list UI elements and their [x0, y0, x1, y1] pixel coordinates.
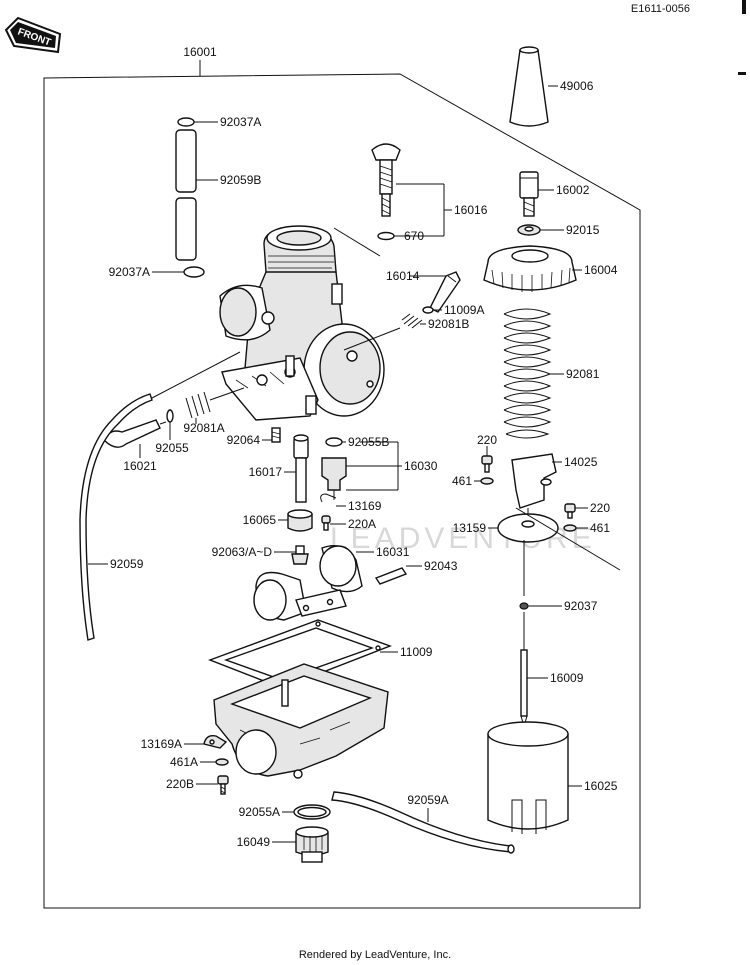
label-220-b: 220: [590, 501, 610, 515]
assembly-frame: [43, 73, 641, 909]
jet-holder-16065: [287, 509, 313, 532]
label-92043: 92043: [424, 559, 458, 573]
label-16004: 16004: [584, 263, 618, 277]
float-16031: [253, 545, 363, 621]
diagram-code: E1611-0056: [631, 3, 690, 15]
o-ring-92055a: [293, 804, 331, 820]
label-220-a: 220: [477, 433, 497, 447]
label-461-b: 461: [590, 521, 610, 535]
washer-461-a: [480, 477, 494, 485]
throttle-valve-16025: [487, 721, 569, 834]
label-13169a: 13169A: [141, 737, 182, 751]
o-ring-92055b: [325, 437, 343, 447]
screw-220-b: [564, 503, 576, 519]
float-bowl: [213, 663, 389, 779]
ring-92037a-top: [177, 117, 195, 127]
rubber-cap-49006: [509, 46, 549, 127]
label-220b: 220B: [166, 777, 194, 791]
label-92081b: 92081B: [428, 317, 469, 331]
label-16030: 16030: [404, 459, 438, 473]
label-92037a-low: 92037A: [109, 265, 150, 279]
label-92059a: 92059A: [407, 793, 448, 807]
label-461a: 461A: [170, 755, 198, 769]
label-220a: 220A: [348, 517, 376, 531]
label-92037: 92037: [564, 599, 598, 613]
gasket-11009a: [422, 306, 434, 314]
screw-220a: [321, 515, 331, 531]
edge-mark: [738, 72, 746, 75]
edge-mark: [742, 0, 746, 14]
label-16016: 16016: [454, 203, 488, 217]
footer-credit: Rendered by LeadVenture, Inc.: [299, 949, 451, 961]
label-16049: 16049: [237, 835, 271, 849]
label-49006: 49006: [560, 79, 594, 93]
spring-92081: [503, 308, 552, 439]
needle-jet-16017: [293, 434, 309, 503]
ring-92037a-low: [183, 266, 205, 278]
washer-92055: [166, 409, 174, 423]
label-16017: 16017: [249, 465, 283, 479]
label-92064: 92064: [227, 433, 261, 447]
label-13159: 13159: [453, 521, 487, 535]
front-arrow-icon: FRONT: [4, 16, 62, 54]
clip-13169a: [203, 734, 228, 749]
label-16025: 16025: [584, 779, 618, 793]
screw-220b: [217, 775, 229, 795]
float-pin-92043: [374, 567, 408, 585]
hose-92059b: [175, 129, 197, 261]
starter-plunger-16014: [429, 271, 461, 313]
throttle-stop-screw-16016: [371, 143, 401, 217]
label-92055a: 92055A: [239, 805, 280, 819]
main-jet-92063: [291, 545, 309, 565]
label-92081a: 92081A: [183, 421, 224, 435]
label-14025: 14025: [564, 455, 598, 469]
label-92081: 92081: [566, 367, 600, 381]
drain-plug-16049: [295, 826, 329, 863]
label-92015: 92015: [566, 223, 600, 237]
float-valve-16030: [321, 457, 347, 500]
label-92059: 92059: [110, 557, 144, 571]
plate-13159: [497, 508, 559, 543]
label-92063: 92063/A~D: [212, 545, 273, 559]
jet-needle-16009: [520, 612, 528, 728]
o-ring-670: [377, 231, 395, 241]
clip-92037: [519, 602, 529, 610]
cap-16004: [483, 245, 577, 292]
adjuster-16002: [519, 171, 539, 217]
spring-92081b: [401, 313, 423, 329]
washer-461a: [215, 758, 229, 766]
needle-holder-14025: [511, 453, 557, 509]
label-11009: 11009: [400, 645, 433, 659]
label-16065: 16065: [243, 513, 277, 527]
label-92037a-top: 92037A: [220, 115, 261, 129]
label-670: 670: [404, 229, 424, 243]
label-461-a: 461: [452, 474, 472, 488]
float-bowl-gasket-11009: [208, 619, 392, 689]
hose-92059: [79, 393, 153, 641]
jet-92064: [271, 427, 281, 443]
label-16014: 16014: [386, 269, 420, 283]
label-16009: 16009: [550, 671, 584, 685]
spring-92081a: [185, 391, 211, 419]
screw-220-a: [481, 455, 493, 473]
nut-92015: [517, 224, 541, 236]
label-92055: 92055: [155, 441, 189, 455]
label-16002: 16002: [556, 183, 590, 197]
hose-92059a: [331, 791, 515, 854]
label-92059b: 92059B: [220, 173, 261, 187]
label-11009a: 11009A: [444, 303, 484, 317]
clip-13169: [320, 493, 337, 503]
label-16021: 16021: [123, 459, 157, 473]
label-13169: 13169: [348, 499, 382, 513]
label-16031: 16031: [376, 545, 410, 559]
washer-461-b: [563, 524, 577, 532]
label-16001: 16001: [183, 45, 217, 59]
carburetor-body: [219, 225, 385, 421]
